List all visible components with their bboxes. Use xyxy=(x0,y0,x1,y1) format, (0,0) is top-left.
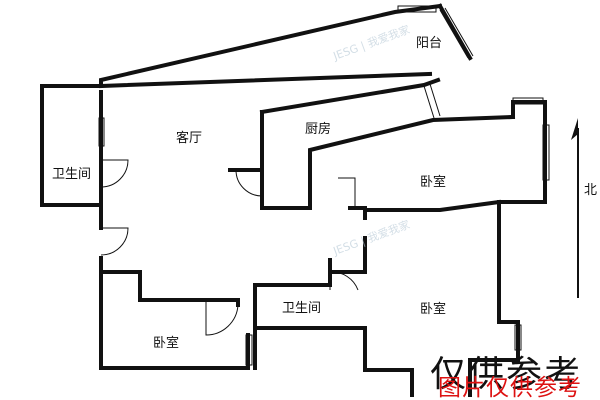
door-kitchen xyxy=(338,177,356,208)
walls xyxy=(40,3,547,397)
wall-balcony-inner xyxy=(98,71,433,89)
windows xyxy=(98,5,550,366)
label-bedroom-left: 卧室 xyxy=(153,335,179,351)
wall-center-partition xyxy=(328,206,367,274)
wall-bottom-right xyxy=(468,358,520,397)
window-bedroom-left xyxy=(245,334,253,366)
reference-note: 仅供参考 xyxy=(430,354,583,395)
wall-bedroom-left-right xyxy=(236,298,257,370)
wall-bathroom-left xyxy=(40,84,103,207)
label-bedroom-center: 卧室 xyxy=(420,301,446,317)
wall-top-outer xyxy=(99,3,443,88)
label-kitchen: 厨房 xyxy=(305,121,331,137)
wall-living-left-lower xyxy=(99,256,240,307)
wall-bathroom-center xyxy=(253,270,414,397)
door-bedroom-center xyxy=(329,271,359,291)
wall-balcony-right xyxy=(437,3,473,61)
door-bathroom-left xyxy=(100,159,129,188)
wall-bedroom-right xyxy=(497,100,547,362)
window-bedroom-right-side xyxy=(542,124,550,181)
label-balcony: 阳台 xyxy=(416,36,442,51)
north-arrow-icon xyxy=(571,118,579,298)
image-reference-note: 图片仅供参考 xyxy=(438,375,582,400)
wall-bedroom-right-bottom xyxy=(363,199,502,220)
label-bathroom-center: 卫生间 xyxy=(282,301,321,316)
door-bedroom-left xyxy=(205,300,239,336)
watermark-top: JESG | 我爱我家 xyxy=(330,22,411,63)
window-balcony-side xyxy=(439,7,474,59)
watermark-center: JESG | 我爱我家 xyxy=(330,217,411,258)
window-bedroom-right-top xyxy=(512,97,544,105)
label-living-room: 客厅 xyxy=(176,130,202,146)
label-bathroom-left: 卫生间 xyxy=(52,167,91,182)
wall-kitchen-top xyxy=(260,110,516,210)
window-kitchen xyxy=(423,83,441,119)
window-bottom xyxy=(514,324,522,351)
doors xyxy=(100,159,359,336)
wall-kitchen-left xyxy=(259,77,441,115)
door-living-center xyxy=(235,169,263,197)
window-living-left xyxy=(98,117,105,147)
label-north: 北 xyxy=(584,183,597,198)
window-balcony-top xyxy=(397,5,437,13)
door-living-left xyxy=(100,227,129,256)
label-bedroom-right: 卧室 xyxy=(420,174,446,190)
wall-bedroom-left xyxy=(99,270,250,370)
